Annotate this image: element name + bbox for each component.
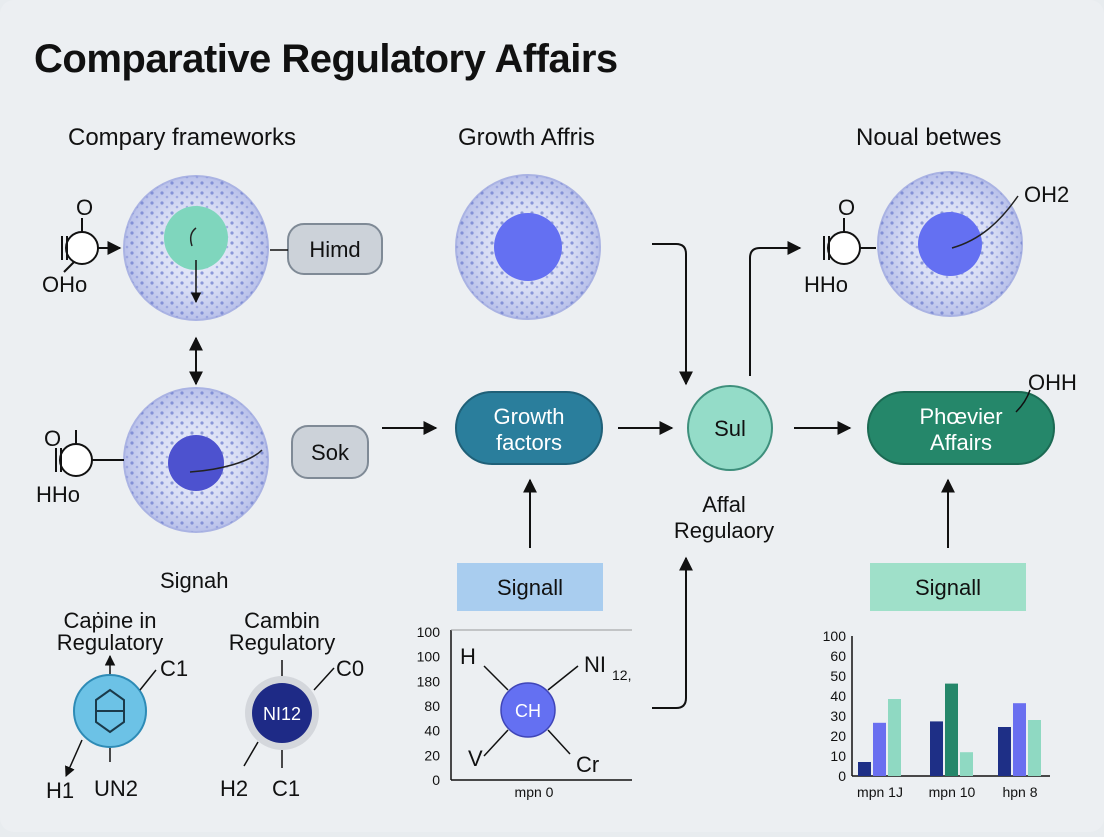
nucleus-blue-dark xyxy=(168,435,224,491)
bar-chart-ytick: 60 xyxy=(830,648,846,664)
bar xyxy=(998,727,1011,776)
molecule-ring-icon xyxy=(73,674,147,748)
bar-chart-ytick: 40 xyxy=(830,688,846,704)
column-heading-left: Compary frameworks xyxy=(68,124,296,151)
nucleus-teal xyxy=(164,206,228,270)
phoevier-line2: Affairs xyxy=(930,430,992,455)
bar xyxy=(1013,703,1026,776)
nucleus-blue-right xyxy=(918,212,982,276)
chem-h2: H2 xyxy=(220,776,248,801)
signall-mid-box xyxy=(457,563,603,611)
sok-label: Sok xyxy=(311,440,350,465)
bar xyxy=(1028,720,1041,776)
column-heading-middle: Growth Affris xyxy=(458,124,595,151)
bar-chart-xtick: mpn 1J xyxy=(857,784,903,800)
chem-o-bot: O xyxy=(44,426,61,451)
carine-line1: Caṗine in xyxy=(64,608,157,633)
molecule-right xyxy=(823,218,876,265)
growth-factors-line1: Growth xyxy=(494,404,565,429)
affal-line1: Affal xyxy=(702,492,746,517)
left-chart-ytick: 100 xyxy=(417,624,441,640)
bar xyxy=(945,683,958,776)
signall-right-box xyxy=(870,563,1026,611)
ni12-node xyxy=(252,683,312,743)
bar-chart-ytick: 100 xyxy=(823,628,847,644)
bar xyxy=(888,699,901,776)
chem-hho-left: HHo xyxy=(36,482,80,507)
phoevier-line1: Phœvier xyxy=(919,404,1002,429)
himd-label: Himd xyxy=(309,237,360,262)
chem-hho-right: HHo xyxy=(804,272,848,297)
cell-top-left xyxy=(123,175,269,321)
chem-h1: H1 xyxy=(46,778,74,803)
sok-box xyxy=(291,425,369,479)
left-chart-ytick: 0 xyxy=(432,772,440,788)
chem-ni-sub: 12, xyxy=(612,667,631,683)
page-title: Comparative Regulatory Affairs xyxy=(34,37,618,81)
sul-node xyxy=(687,385,773,471)
signall-right-label: Signall xyxy=(915,575,981,600)
left-chart-ytick: 180 xyxy=(417,673,441,689)
chem-ohh: OHH xyxy=(1028,370,1077,395)
ch-label: CH xyxy=(515,701,541,721)
ch-node xyxy=(500,682,556,738)
cell-mid-left xyxy=(123,387,269,533)
left-mini-chart: 100 100 180 80 40 20 0 mpn 0 CH H NI 12, V Cr xyxy=(417,624,632,800)
ni12-label: NI12 xyxy=(263,704,301,724)
chem-c1-a: C1 xyxy=(160,656,188,681)
affal-line2: Regulaory xyxy=(674,518,774,543)
chem-v: V xyxy=(468,746,483,771)
left-chart-ytick: 80 xyxy=(424,698,440,714)
molecule-mid-left xyxy=(55,430,124,477)
bar-chart-ytick: 10 xyxy=(830,748,846,764)
chem-ni: NI xyxy=(584,652,606,677)
chem-o-top: O xyxy=(76,195,93,220)
bar-chart-xtick: hpn 8 xyxy=(1002,784,1037,800)
chem-o-right: O xyxy=(838,195,855,220)
bar xyxy=(960,752,973,776)
phoevier-affairs-node xyxy=(867,391,1055,465)
left-chart-ytick: 40 xyxy=(424,723,440,739)
chem-cr: Cr xyxy=(576,752,599,777)
bar-chart-xtick: mpn 10 xyxy=(929,784,976,800)
signall-mid-label: Signall xyxy=(497,575,563,600)
chem-oh2: OH2 xyxy=(1024,182,1069,207)
chem-un2: UN2 xyxy=(94,776,138,801)
chem-c0: C0 xyxy=(336,656,364,681)
left-chart-ytick: 100 xyxy=(417,649,441,665)
cell-top-right xyxy=(877,171,1023,317)
molecule-top-left xyxy=(61,218,122,273)
bar xyxy=(873,722,886,776)
himd-box xyxy=(287,223,383,275)
growth-factors-line2: factors xyxy=(496,430,562,455)
sul-label: Sul xyxy=(714,416,746,441)
bar-chart-ytick: 0 xyxy=(838,768,846,784)
left-chart-xlabel: mpn 0 xyxy=(515,784,554,800)
carine-line2: Regulatory xyxy=(57,630,163,655)
column-heading-right: Noual betwes xyxy=(856,124,1001,151)
bar-chart-ytick: 30 xyxy=(830,708,846,724)
chem-c1-b: C1 xyxy=(272,776,300,801)
bar xyxy=(858,762,871,776)
signah-heading: Signah xyxy=(160,568,229,593)
bar-chart-ytick: 50 xyxy=(830,668,846,684)
bar xyxy=(930,721,943,776)
chem-h: H xyxy=(460,644,476,669)
chem-oho: OHo xyxy=(42,272,87,297)
cambin-line2: Regulatory xyxy=(229,630,335,655)
growth-factors-node xyxy=(455,391,603,465)
nucleus-blue xyxy=(494,213,562,281)
cambin-line1: Cambin xyxy=(244,608,320,633)
bar-chart-ytick: 20 xyxy=(830,728,846,744)
cell-top-middle xyxy=(455,174,601,320)
left-chart-ytick: 20 xyxy=(424,747,440,763)
